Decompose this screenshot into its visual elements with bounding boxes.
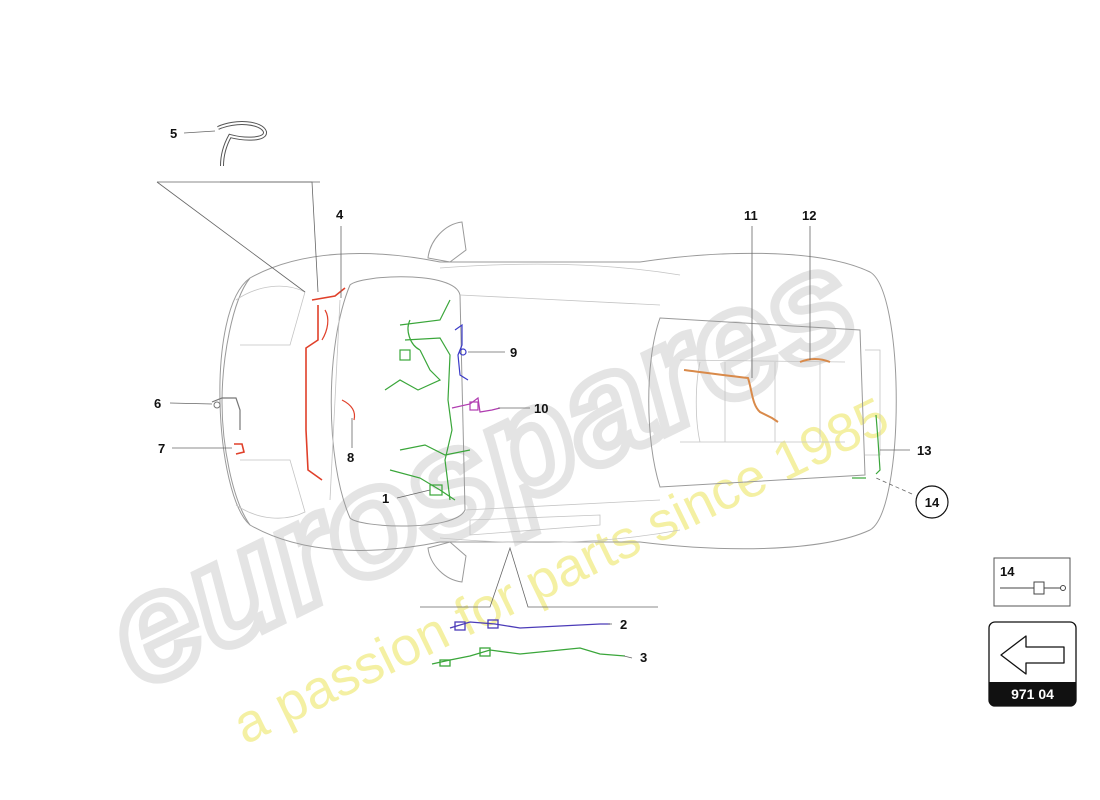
harness-part-12[interactable] bbox=[799, 358, 831, 363]
harness-part-1[interactable] bbox=[384, 299, 471, 501]
watermark: eurospares a passion for parts since 198… bbox=[76, 209, 898, 756]
callout-12[interactable]: 12 bbox=[802, 208, 816, 223]
harness-part-9[interactable] bbox=[454, 323, 469, 381]
car-outline bbox=[219, 221, 897, 583]
arrow-left-icon bbox=[1000, 635, 1065, 675]
callout-13[interactable]: 13 bbox=[917, 443, 931, 458]
callout-labels: 1 2 3 4 5 6 7 8 9 10 11 12 13 14 bbox=[154, 126, 949, 665]
callout-5[interactable]: 5 bbox=[170, 126, 177, 141]
callout-14-circle[interactable]: 14 bbox=[915, 485, 949, 519]
harness-part-7[interactable] bbox=[234, 443, 245, 455]
harness-part-10[interactable] bbox=[451, 396, 501, 413]
callout-10[interactable]: 10 bbox=[534, 401, 548, 416]
harness-part-11[interactable] bbox=[683, 369, 779, 423]
explode-lines bbox=[156, 181, 658, 608]
harness-part-2[interactable] bbox=[449, 619, 610, 631]
detail-box-14[interactable]: 14 bbox=[993, 557, 1071, 607]
callout-7[interactable]: 7 bbox=[158, 441, 165, 456]
harness-part-6[interactable] bbox=[211, 397, 241, 430]
detail-box-label: 14 bbox=[1000, 564, 1015, 579]
callout-9[interactable]: 9 bbox=[510, 345, 517, 360]
callout-leaders bbox=[169, 130, 913, 659]
harness-part-8[interactable] bbox=[341, 399, 356, 421]
harness-part-4[interactable] bbox=[305, 287, 346, 481]
callout-11[interactable]: 11 bbox=[744, 208, 758, 223]
callout-1[interactable]: 1 bbox=[382, 491, 389, 506]
connector-icon bbox=[1000, 581, 1066, 595]
callout-14[interactable]: 14 bbox=[925, 495, 940, 510]
harness-part-13[interactable] bbox=[852, 414, 881, 479]
nav-page-ref: 971 04 bbox=[1011, 686, 1054, 702]
harness-part-5[interactable] bbox=[217, 121, 267, 167]
callout-4[interactable]: 4 bbox=[336, 207, 344, 222]
callout-8[interactable]: 8 bbox=[347, 450, 354, 465]
harness-part-3[interactable] bbox=[431, 647, 626, 667]
callout-2[interactable]: 2 bbox=[620, 617, 627, 632]
callout-3[interactable]: 3 bbox=[640, 650, 647, 665]
callout-6[interactable]: 6 bbox=[154, 396, 161, 411]
nav-prev-page-button[interactable]: 971 04 bbox=[988, 621, 1077, 707]
